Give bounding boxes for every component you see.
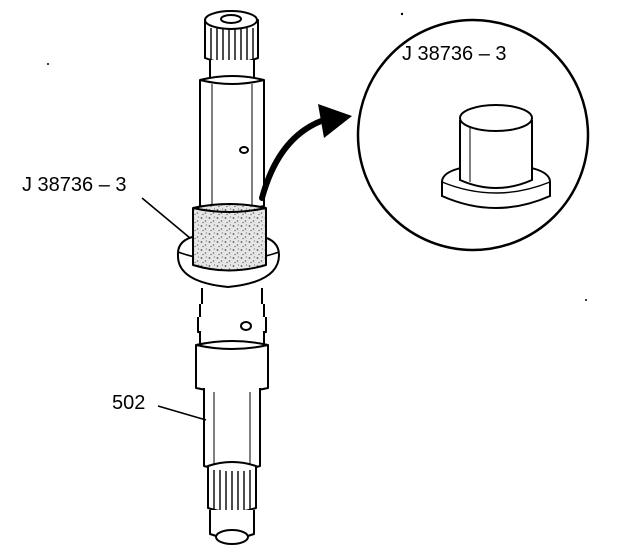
shaft-bottom-spline bbox=[207, 461, 257, 513]
part-callout-label: 502 bbox=[112, 392, 146, 414]
leader-line-tool bbox=[141, 197, 191, 239]
shaft-middle-grooved bbox=[195, 288, 269, 393]
speckle-mark bbox=[400, 12, 404, 16]
shaft-top-spline bbox=[204, 10, 259, 64]
tool-detail-drawing bbox=[441, 104, 551, 209]
tool-callout-label: J 38736 – 3 bbox=[22, 174, 127, 196]
detail-view bbox=[356, 18, 590, 252]
speckle-mark bbox=[47, 63, 49, 65]
oil-hole bbox=[239, 146, 249, 154]
shaft-lower bbox=[203, 388, 261, 471]
shaft-upper bbox=[199, 75, 265, 211]
speckle-mark bbox=[585, 299, 587, 301]
detail-arrow bbox=[259, 104, 352, 201]
detail-callout-label: J 38736 – 3 bbox=[402, 43, 507, 65]
installer-tool bbox=[176, 203, 280, 288]
leader-line-part bbox=[157, 405, 207, 421]
shaft-tip bbox=[209, 510, 255, 545]
